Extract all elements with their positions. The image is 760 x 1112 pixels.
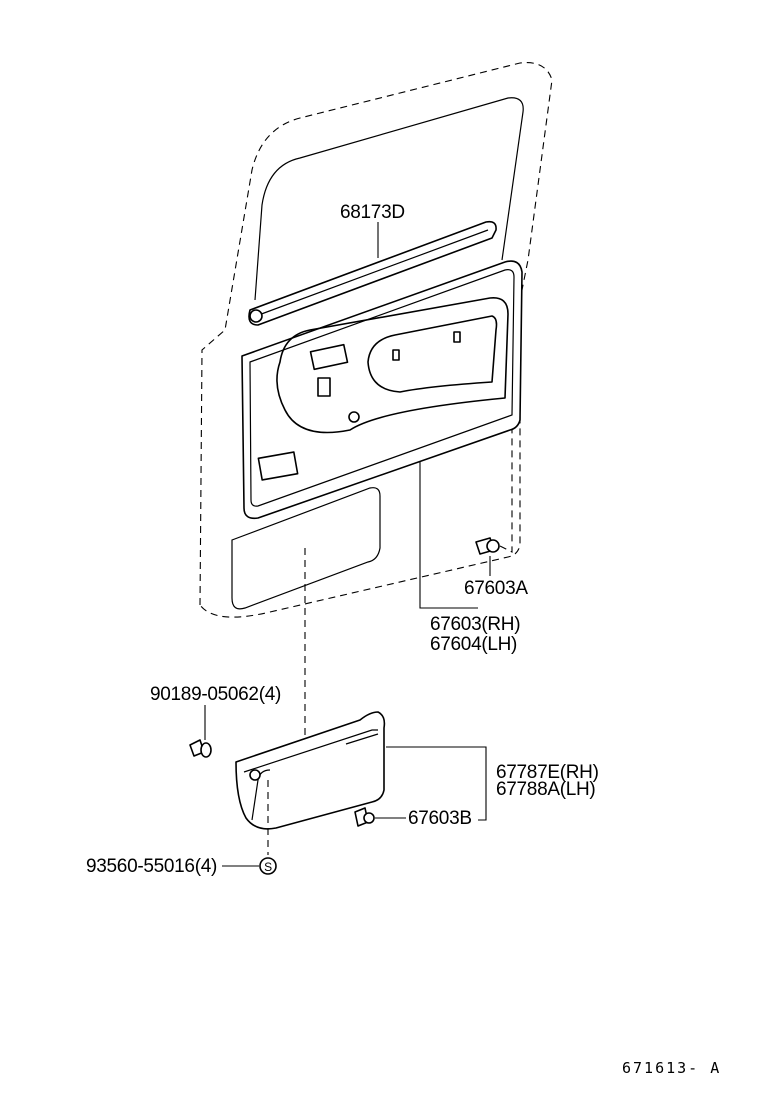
label-68173d: 68173D (340, 202, 405, 223)
screw-90189 (189, 739, 212, 758)
door-frame (199, 62, 553, 618)
label-67604-lh: 67604(LH) (430, 634, 517, 655)
label-67788a-lh: 67788A(LH) (496, 779, 595, 800)
label-67603b: 67603B (408, 808, 472, 829)
diagram-id: 671613- A (622, 1059, 721, 1077)
screw-s-marker: S (264, 860, 272, 874)
leader-lines (204, 222, 491, 867)
door-pocket-outline (231, 487, 381, 610)
label-67603a: 67603A (464, 578, 528, 599)
screw-s-icon (259, 857, 277, 875)
label-90189-05062: 90189-05062(4) (150, 684, 281, 705)
label-67787e-rh: 67787E(RH) (496, 762, 599, 783)
door-pocket-assembly (235, 711, 386, 855)
clip-67603b (354, 807, 375, 827)
weatherstrip-68173d (248, 220, 497, 326)
label-67603-rh: 67603(RH) (430, 614, 520, 635)
label-93560-55016: 93560-55016(4) (86, 856, 217, 877)
door-trim-board (241, 260, 523, 520)
clip-67603a (475, 430, 513, 555)
